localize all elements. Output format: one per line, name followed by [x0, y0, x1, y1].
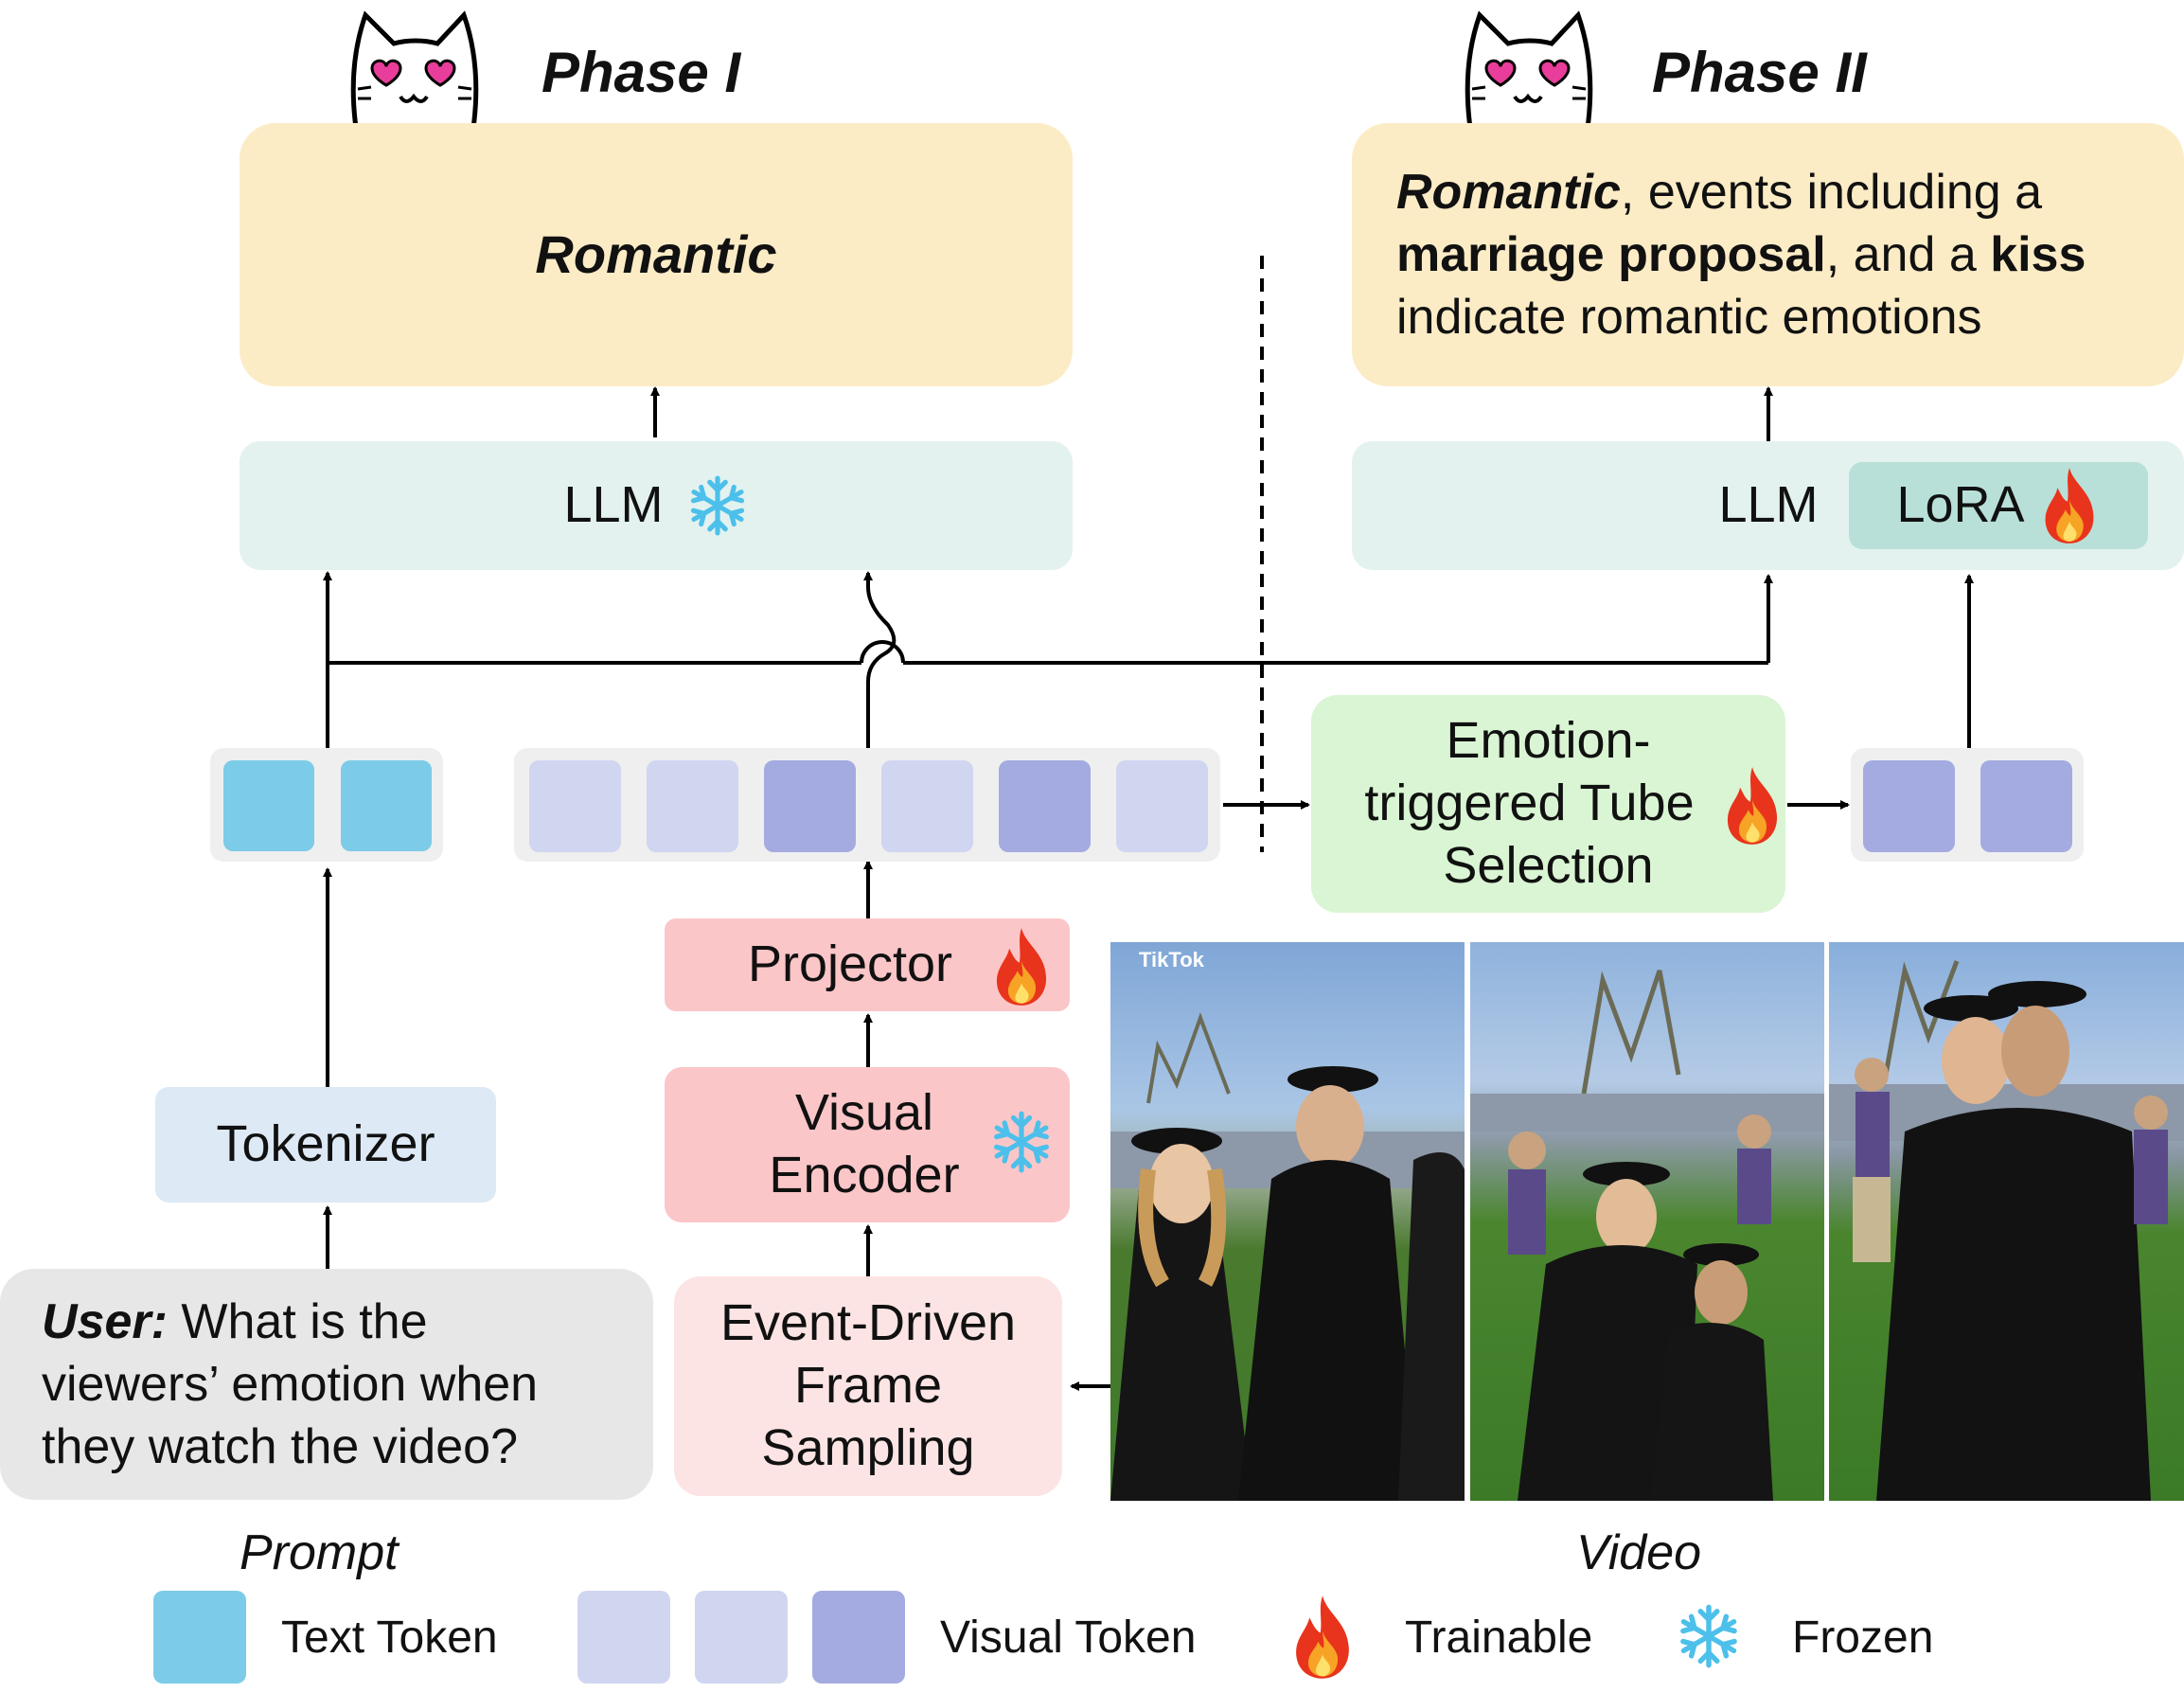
output-event-1: marriage proposal	[1396, 226, 1826, 282]
legend-frozen-label: Frozen	[1792, 1613, 1934, 1663]
text-token	[223, 760, 314, 851]
phase-2-title: Phase II	[1652, 41, 1867, 104]
cat-heart-eyes-icon	[350, 10, 479, 128]
video-frame-art	[1110, 1012, 1465, 1501]
tokenizer-label: Tokenizer	[216, 1115, 435, 1173]
legend-visual-token-swatch	[695, 1591, 788, 1684]
video-frame-art	[1470, 970, 1824, 1501]
output-emotion-word: Romantic	[1396, 164, 1621, 220]
prompt-caption: Prompt	[240, 1525, 399, 1580]
text-token	[341, 760, 432, 851]
visual-token-strip	[514, 748, 1220, 862]
legend-visual-token-label: Visual Token	[940, 1613, 1197, 1663]
visual-token	[881, 760, 973, 852]
snowflake-icon	[1676, 1604, 1742, 1669]
emotion-tube-selection: Emotion- triggered Tube Selection	[1311, 695, 1785, 913]
phase-1-output-box: Romantic	[240, 123, 1073, 386]
fire-icon	[2045, 468, 2093, 544]
legend-trainable-label: Trainable	[1405, 1613, 1593, 1663]
visual-token	[764, 760, 856, 852]
visual-token	[1116, 760, 1208, 852]
legend-visual-token-swatch	[577, 1591, 670, 1684]
video-frame-1: TikTok	[1110, 942, 1465, 1501]
tokenizer-module: Tokenizer	[155, 1087, 496, 1203]
legend-text-token-swatch	[153, 1591, 246, 1684]
frame-sampling-module: Event-Driven Frame Sampling	[674, 1276, 1062, 1496]
phase-2-output-text: Romantic, events including a marriage pr…	[1396, 164, 2086, 346]
snowflake-icon	[989, 1111, 1054, 1174]
visual-token	[647, 760, 738, 852]
visual-token	[529, 760, 621, 852]
video-caption: Video	[1576, 1525, 1702, 1580]
fire-icon	[1296, 1595, 1349, 1679]
llm-phase-2-label: LLM	[1718, 476, 1819, 534]
legend-visual-token-swatch	[812, 1591, 905, 1684]
phase-2-output-box: Romantic, events including a marriage pr…	[1352, 123, 2184, 386]
user-prompt-box: User: What is the viewers’ emotion when …	[0, 1269, 653, 1500]
fire-icon	[1727, 767, 1778, 845]
llm-label: LLM	[563, 476, 664, 534]
projector-label: Projector	[747, 936, 953, 993]
video-frame-art	[1829, 960, 2184, 1501]
video-watermark: TikTok	[1139, 948, 1204, 971]
video-frame-3	[1829, 942, 2184, 1501]
video-frame-2	[1470, 942, 1824, 1501]
llm-phase-1: LLM	[240, 441, 1073, 570]
user-label: User:	[42, 1293, 168, 1349]
legend-text-token-label: Text Token	[281, 1613, 498, 1663]
fire-icon	[996, 928, 1047, 1006]
cat-heart-eyes-icon	[1465, 10, 1593, 128]
phase-1-title: Phase I	[542, 41, 741, 104]
lora-module: LoRA	[1849, 462, 2148, 549]
snowflake-icon	[686, 475, 749, 537]
selected-visual-token	[1980, 760, 2072, 852]
visual-token	[999, 760, 1091, 852]
visual-encoder-module: Visual Encoder	[665, 1067, 1070, 1222]
output-event-2: kiss	[1990, 226, 2086, 282]
phase-1-output-text: Romantic	[535, 223, 777, 284]
selected-visual-token	[1863, 760, 1955, 852]
lora-label: LoRA	[1896, 476, 2025, 534]
